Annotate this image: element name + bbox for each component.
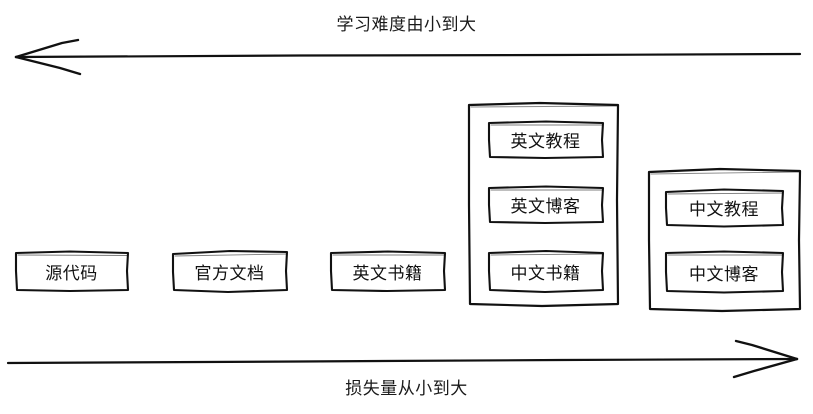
- top-axis-label: 学习难度由小到大: [336, 15, 477, 34]
- box-label-chinese-blog[interactable]: 中文博客: [689, 264, 759, 284]
- bottom-axis-arrow: [6, 339, 799, 379]
- group-chinese-hit-area[interactable]: [648, 170, 800, 310]
- group-english-hit-area[interactable]: [468, 104, 618, 305]
- bottom-axis-label: 损失量从小到大: [345, 379, 468, 398]
- box-label-chinese-books[interactable]: 中文书籍: [510, 263, 581, 283]
- box-label-english-books[interactable]: 英文书籍: [352, 263, 423, 283]
- box-label-source-code[interactable]: 源代码: [45, 263, 98, 283]
- box-label-official-docs[interactable]: 官方文档: [194, 263, 265, 283]
- box-label-english-tutorial[interactable]: 英文教程: [510, 132, 581, 151]
- box-label-chinese-tutorial[interactable]: 中文教程: [689, 200, 759, 219]
- top-axis-arrow: [14, 38, 802, 76]
- box-label-english-blog[interactable]: 英文博客: [510, 197, 581, 216]
